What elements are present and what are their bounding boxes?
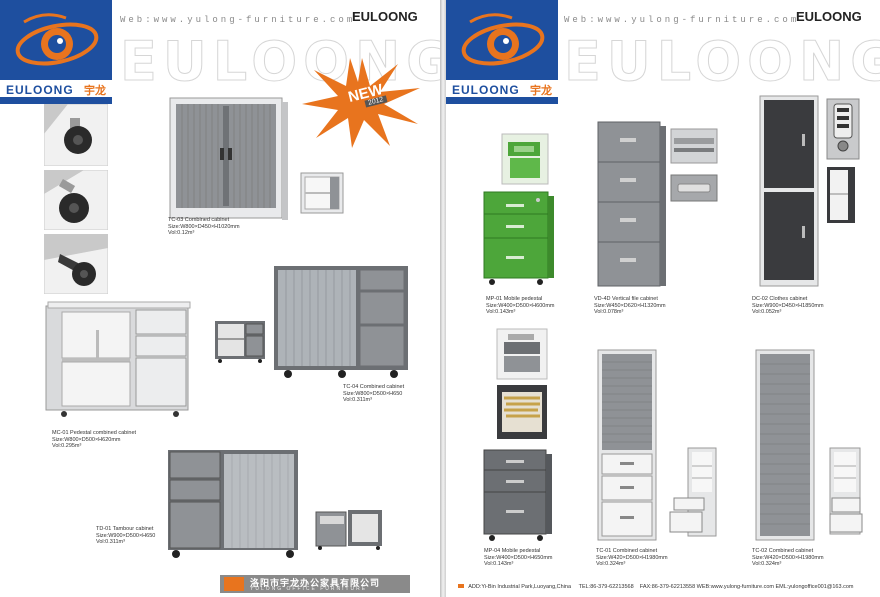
product-name: MC-01 Pedestal combined cabinet [52, 430, 137, 436]
footer-bullet-icon [458, 584, 464, 588]
product-name: MP-01 Mobile pedestal [486, 296, 543, 302]
mp-04-open-view-image [496, 328, 548, 380]
tc-01-open-view-image [669, 447, 717, 537]
tc-04-open-view-image [215, 321, 265, 363]
product-size: Size:W420×D500×H1980mm [596, 554, 668, 561]
td-01-open-view-image [315, 510, 382, 550]
product-volume: Vol:0.324m³ [596, 561, 626, 567]
product-name: TC-02 Combined cabinet [752, 548, 814, 554]
product-volume: Vol:0.052m³ [752, 309, 782, 315]
product-volume: Vol:0.078m³ [594, 309, 624, 315]
tc-01-cabinet-image [597, 349, 657, 541]
tc-03-cabinet-image [169, 97, 288, 220]
company-name-cn: 洛阳市宇龙办公家具有限公司 [250, 578, 381, 588]
tc-03-caption: TC-03 Combined cabinet Size:W800×D450×H1… [168, 217, 240, 237]
footer-address: ADD:Yi-Bin Industrial Park,Luoyang,China [468, 584, 572, 590]
tc-03-open-view-image [300, 172, 344, 214]
caster-detail-photo [44, 234, 108, 294]
mp-01-caption: MP-01 Mobile pedestal Size:W400×D500×H60… [486, 296, 554, 316]
product-volume: Vol:0.143m³ [486, 309, 516, 315]
product-name: TC-03 Combined cabinet [168, 217, 230, 223]
euloong-emblem-icon [461, 13, 545, 66]
vd-4d-rail-detail-image [670, 128, 718, 164]
new-badge-icon [302, 58, 420, 148]
tc-04-caption: TC-04 Combined cabinet Size:W800×D500×H6… [343, 384, 404, 404]
product-volume: Vol:0.12m³ [168, 230, 195, 236]
product-volume: Vol:0.295m³ [52, 443, 82, 449]
caster-detail-photo [44, 104, 108, 166]
brand-wordmark: EULOONG [352, 9, 418, 24]
mc-01-cabinet-image [45, 301, 191, 417]
logo-brand-name: EULOONG [6, 83, 74, 97]
logo-brand-name: EULOONG [452, 83, 520, 97]
dc-02-caption: DC-02 Clothes cabinet Size:W900×D450×H18… [752, 296, 824, 316]
caster-detail-photo [44, 170, 108, 230]
tc-04-cabinet-image [274, 266, 408, 378]
logo-brand-bar [446, 80, 558, 100]
product-name: MP-04 Mobile pedestal [484, 548, 541, 554]
contact-footer: ADD:Yi-Bin Industrial Park,Luoyang,China… [458, 584, 853, 590]
dc-02-lock-detail-image [826, 98, 860, 160]
product-size: Size:W800×D450×H1020mm [168, 223, 240, 230]
product-size: Size:W800×D500×H620mm [52, 436, 121, 443]
product-name: TD-01 Tambour cabinet [96, 526, 154, 532]
product-volume: Vol:0.324m³ [752, 561, 782, 567]
mp-01-open-view-image [501, 133, 549, 185]
product-size: Size:W450×D620×H1320mm [594, 302, 666, 309]
tc-02-open-view-image [829, 447, 863, 535]
mp-04-caption: MP-04 Mobile pedestal Size:W400×D500×H65… [484, 548, 552, 568]
logo-brand-cn: 宇龙 [84, 85, 106, 97]
footer-logo-icon [224, 577, 244, 591]
product-name: DC-02 Clothes cabinet [752, 296, 808, 302]
mp-04-file-drawer-image [497, 385, 547, 439]
product-size: Size:W400×D500×H600mm [486, 302, 555, 309]
logo-brand-bar [0, 80, 112, 100]
brand-wordmark: EULOONG [796, 9, 862, 24]
product-size: Size:W400×D500×H650mm [484, 554, 553, 561]
vd-4d-cabinet-image [597, 121, 666, 287]
td-01-caption: TD-01 Tambour cabinet Size:W900×D500×H65… [96, 526, 155, 546]
vd-4d-caption: VD-4D Vertical file cabinet Size:W450×D6… [594, 296, 666, 316]
dc-02-cabinet-image [759, 95, 819, 287]
product-name: VD-4D Vertical file cabinet [594, 296, 658, 302]
logo-brand-cn: 宇龙 [530, 85, 552, 97]
mp-01-pedestal-image [483, 191, 554, 285]
ghost-brand-text: EULOONG [564, 30, 880, 94]
product-name: TC-01 Combined cabinet [596, 548, 658, 554]
tc-02-caption: TC-02 Combined cabinet Size:W420×D500×H1… [752, 548, 824, 568]
product-volume: Vol:0.143m³ [484, 561, 514, 567]
product-size: Size:W800×D500×H650 [343, 390, 403, 397]
td-01-cabinet-image [168, 450, 298, 558]
product-volume: Vol:0.311m³ [96, 539, 125, 545]
page-spine [440, 0, 446, 597]
product-volume: Vol:0.311m³ [343, 397, 372, 403]
mc-01-caption: MC-01 Pedestal combined cabinet Size:W80… [52, 430, 136, 450]
product-size: Size:W420×D500×H1980mm [752, 554, 824, 561]
ghost-brand-text: EULOONG [120, 30, 440, 94]
euloong-emblem-icon [15, 13, 99, 66]
brand-logo: EULOONG 宇龙 [0, 0, 112, 104]
product-size: Size:W900×D450×H1850mm [752, 302, 824, 309]
product-name: TC-04 Combined cabinet [343, 384, 405, 390]
mp-04-pedestal-image [483, 449, 552, 541]
website-url: Web:www.yulong-furniture.com [120, 15, 356, 25]
company-footer: 洛阳市宇龙办公家具有限公司 YULONG OFFICE FURNITURE [220, 575, 410, 593]
product-size: Size:W900×D500×H650 [96, 532, 156, 539]
catalog-page-left: EULOONG 宇龙 Web:www.yulong-furniture.com … [0, 0, 440, 593]
dc-02-interior-image [827, 167, 855, 223]
tc-02-cabinet-image [755, 349, 815, 541]
footer-tel: TEL:86-379-62213568 [578, 584, 634, 590]
footer-fax-web-email: FAX:86-379-62213558 WEB:www.yulong-furni… [639, 584, 854, 590]
tc-01-caption: TC-01 Combined cabinet Size:W420×D500×H1… [596, 548, 668, 568]
company-name-en: YULONG OFFICE FURNITURE [250, 586, 368, 592]
website-url: Web:www.yulong-furniture.com [564, 15, 800, 25]
catalog-page-right: EULOONG 宇龙 Web:www.yulong-furniture.com … [446, 0, 880, 597]
vd-4d-handle-detail-image [670, 174, 718, 202]
brand-logo: EULOONG 宇龙 [446, 0, 558, 104]
